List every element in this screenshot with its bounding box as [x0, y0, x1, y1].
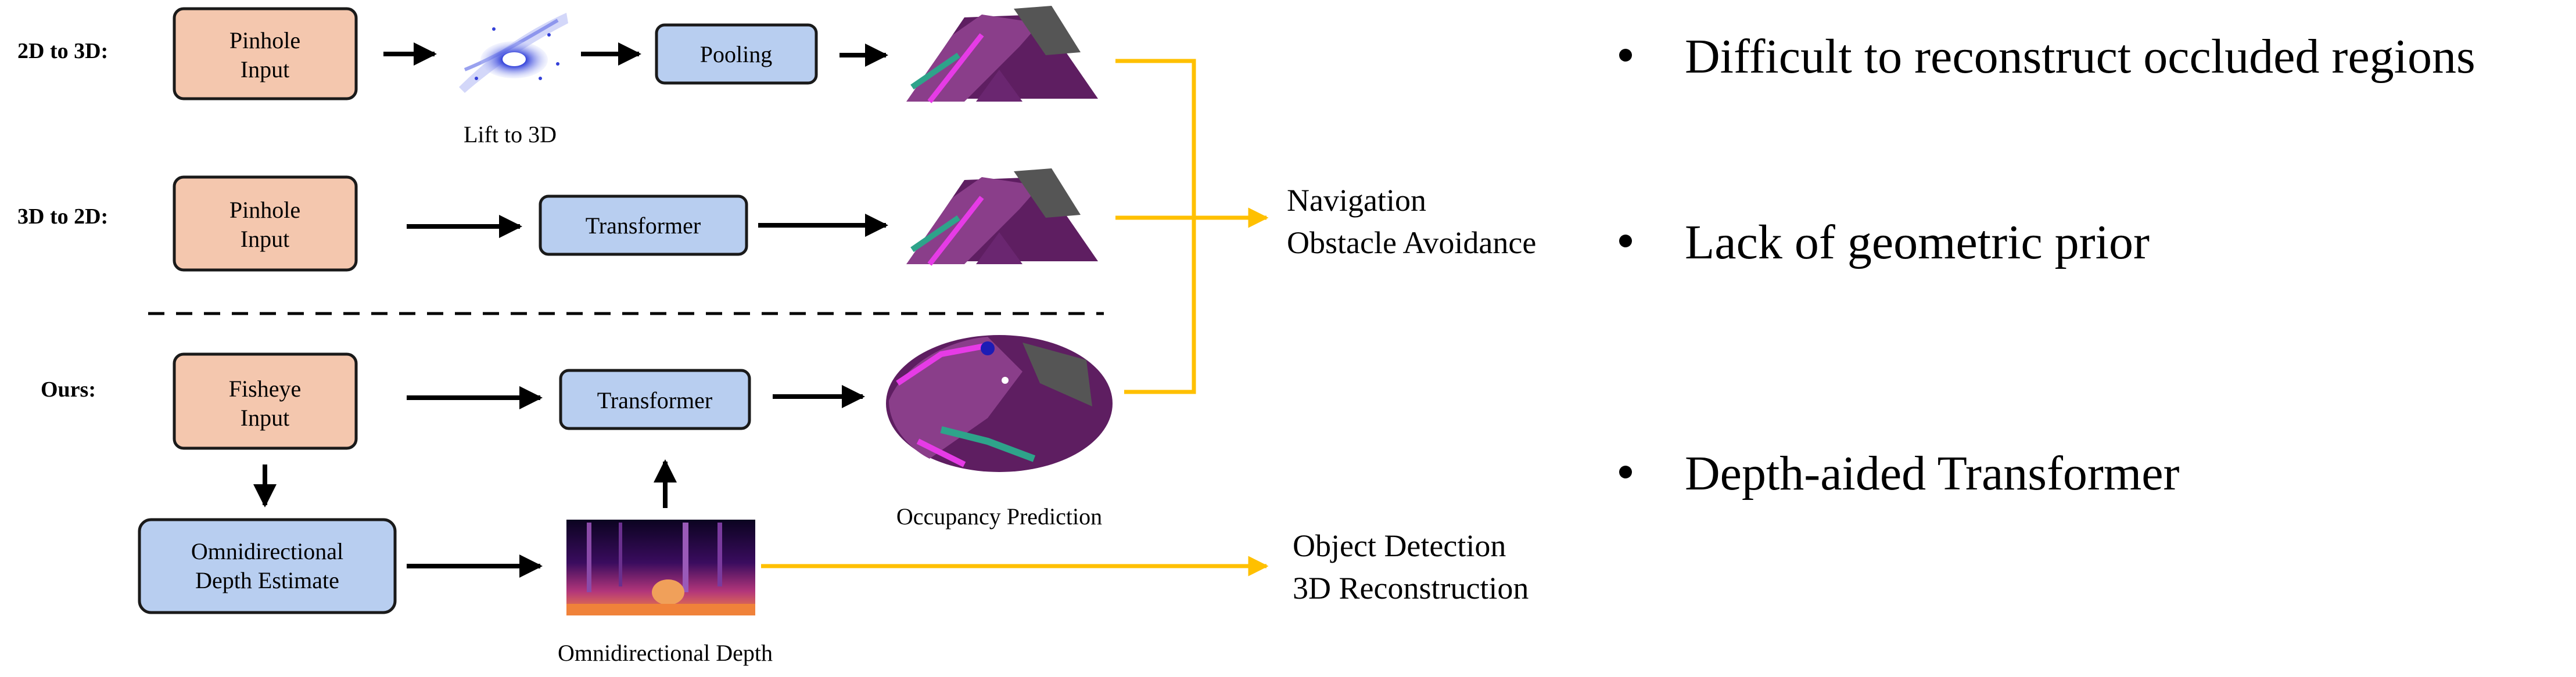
- pinhole-input-box-2: Pinhole Input: [173, 175, 358, 272]
- connector-to-navigation: [1115, 59, 1269, 394]
- output-object-detection: Object Detection: [1293, 528, 1506, 563]
- lift-caption: Lift to 3D: [464, 121, 557, 147]
- omni-depth-caption: Omnidirectional Depth: [558, 640, 773, 666]
- occupancy-map-icon: [906, 168, 1098, 266]
- depth-estimate-box: Omnidirectional Depth Estimate: [138, 518, 397, 614]
- box-label: Input: [241, 405, 289, 431]
- row-label-3d-to-2d: 3D to 2D:: [17, 204, 108, 229]
- bullet-dot-icon: [1619, 49, 1632, 62]
- box-label: Pinhole: [229, 197, 300, 223]
- pinhole-input-box-1: Pinhole Input: [173, 7, 358, 100]
- row-label-ours: Ours:: [41, 377, 96, 402]
- box-label: Transformer: [597, 387, 713, 413]
- bullet-text: Lack of geometric prior: [1685, 215, 2150, 269]
- box-label: Input: [241, 56, 289, 82]
- pooling-box: Pooling: [655, 23, 818, 85]
- bullet-text: Depth-aided Transformer: [1685, 446, 2180, 500]
- bullet-dot-icon: [1619, 466, 1632, 478]
- depth-map-icon: [566, 520, 755, 615]
- box-label: Transformer: [586, 213, 701, 239]
- occupancy-map-icon: [886, 335, 1113, 472]
- point-cloud-icon: [450, 7, 569, 100]
- output-3d-reconstruction: 3D Reconstruction: [1293, 571, 1529, 606]
- occupancy-map-icon: [906, 6, 1098, 103]
- row-label-2d-to-3d: 2D to 3D:: [17, 39, 108, 63]
- bullet-text: Difficult to reconstruct occluded region…: [1685, 30, 2475, 84]
- output-obstacle-avoidance: Obstacle Avoidance: [1287, 225, 1536, 260]
- transformer-box-3: Transformer: [559, 369, 751, 430]
- box-label: Input: [241, 226, 289, 252]
- output-navigation: Navigation: [1287, 183, 1426, 218]
- occupancy-caption: Occupancy Prediction: [896, 503, 1102, 530]
- fisheye-input-box: Fisheye Input: [173, 352, 358, 450]
- transformer-box-2: Transformer: [539, 195, 748, 256]
- bullet-dot-icon: [1619, 235, 1632, 247]
- box-label: Fisheye: [229, 376, 301, 402]
- box-label: Omnidirectional: [191, 538, 343, 564]
- box-label: Pinhole: [229, 27, 300, 53]
- box-label: Pooling: [700, 41, 772, 67]
- box-label: Depth Estimate: [195, 567, 339, 593]
